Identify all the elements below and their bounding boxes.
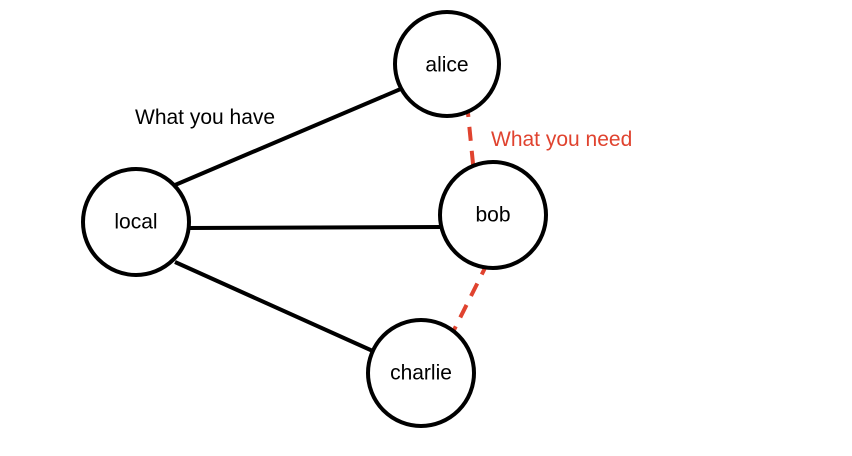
node-local-label: local [114,211,157,234]
node-local: local [81,167,191,277]
edge-local-alice [167,86,404,190]
edge-bob-charlie-needed [450,261,490,335]
node-charlie-label: charlie [390,362,452,385]
edge-local-bob [187,225,443,230]
node-bob-label: bob [475,204,510,227]
node-alice-label: alice [425,54,468,77]
node-alice: alice [393,10,501,118]
annotation-what-you-need: What you need [491,128,632,151]
edge-local-charlie [174,260,376,354]
annotation-what-you-have: What you have [135,106,275,129]
node-bob: bob [438,160,548,270]
edge-alice-bob-needed [465,102,477,185]
node-charlie: charlie [366,318,476,428]
